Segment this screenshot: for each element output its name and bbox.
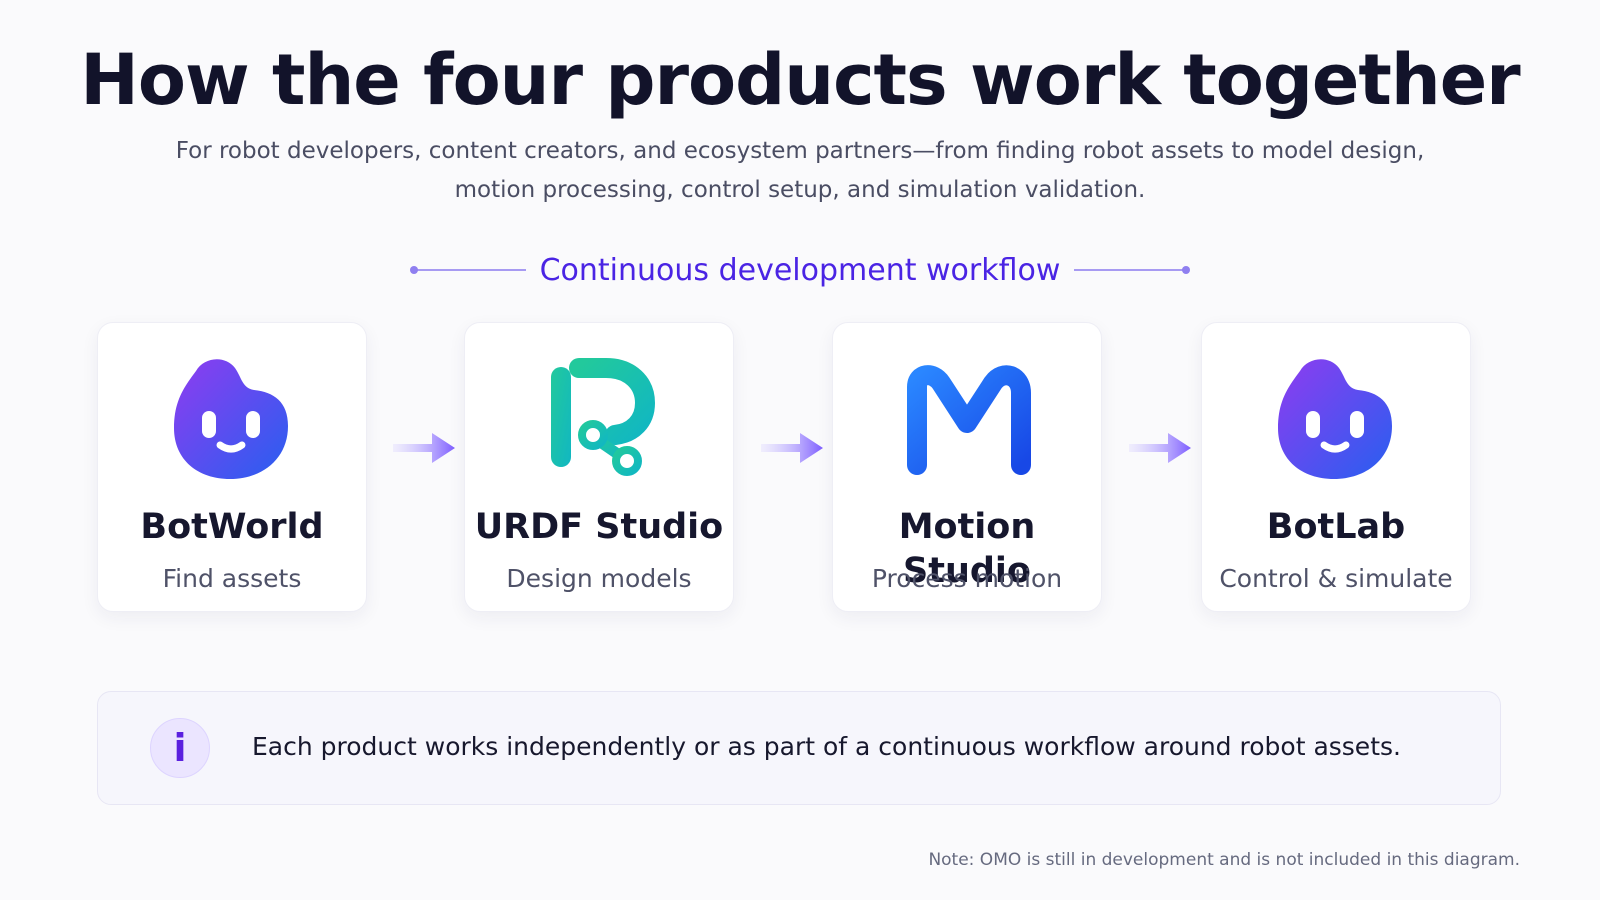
info-callout: i Each product works independently or as…: [97, 691, 1501, 805]
product-description: Process motion: [871, 564, 1063, 593]
info-icon: i: [150, 718, 210, 778]
arrow-right-icon: [393, 433, 455, 463]
workflow-heading-left-line: [409, 266, 526, 274]
page-title: How the four products work together: [80, 39, 1520, 121]
product-description: Design models: [506, 564, 692, 593]
info-text: Each product works independently or as p…: [252, 732, 1401, 761]
product-description: Control & simulate: [1219, 564, 1453, 593]
workflow-heading: Continuous development workflow: [0, 248, 1600, 292]
arrow-right-icon: [761, 433, 823, 463]
workflow-heading-right-line: [1074, 266, 1191, 274]
footer-note: Note: OMO is still in development and is…: [928, 850, 1520, 870]
urdf-studio-logo-icon: [465, 353, 733, 485]
botlab-logo-icon: [1202, 353, 1470, 485]
product-card-motion-studio: Motion Studio Process motion: [832, 322, 1102, 612]
motion-studio-logo-icon: [833, 353, 1101, 485]
product-description: Find assets: [162, 564, 302, 593]
workflow-heading-label: Continuous development workflow: [539, 252, 1061, 288]
page-subtitle: For robot developers, content creators, …: [175, 138, 1425, 203]
product-name: BotLab: [1266, 507, 1406, 547]
botworld-logo-icon: [98, 353, 366, 485]
product-name: Motion Studio: [898, 507, 1036, 591]
product-card-botworld: BotWorld Find assets: [97, 322, 367, 612]
product-name: URDF Studio: [474, 507, 724, 547]
arrow-right-icon: [1129, 433, 1191, 463]
product-card-botlab: BotLab Control & simulate: [1201, 322, 1471, 612]
product-name: BotWorld: [140, 507, 324, 547]
product-card-urdf-studio: URDF Studio Design models: [464, 322, 734, 612]
